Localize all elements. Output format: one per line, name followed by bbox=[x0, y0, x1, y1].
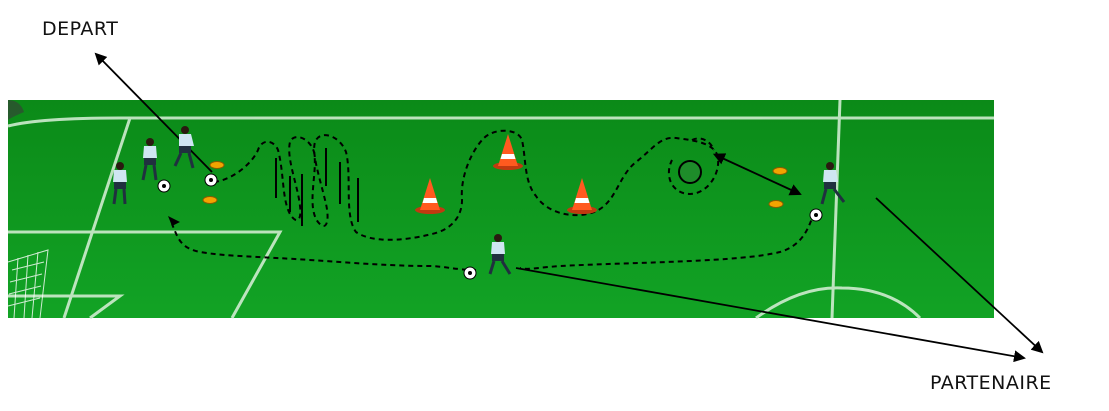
flat-marker-icon bbox=[203, 197, 217, 204]
target-circle-icon bbox=[679, 161, 701, 183]
ball-icon bbox=[464, 267, 476, 279]
ball-icon bbox=[158, 180, 170, 192]
football-field bbox=[8, 100, 994, 318]
ball-icon bbox=[205, 174, 217, 186]
ball-icon bbox=[810, 209, 822, 221]
flat-marker-icon bbox=[210, 162, 224, 169]
flat-marker-icon bbox=[773, 168, 787, 175]
field-grass bbox=[8, 100, 994, 318]
flat-marker-icon bbox=[769, 201, 783, 208]
